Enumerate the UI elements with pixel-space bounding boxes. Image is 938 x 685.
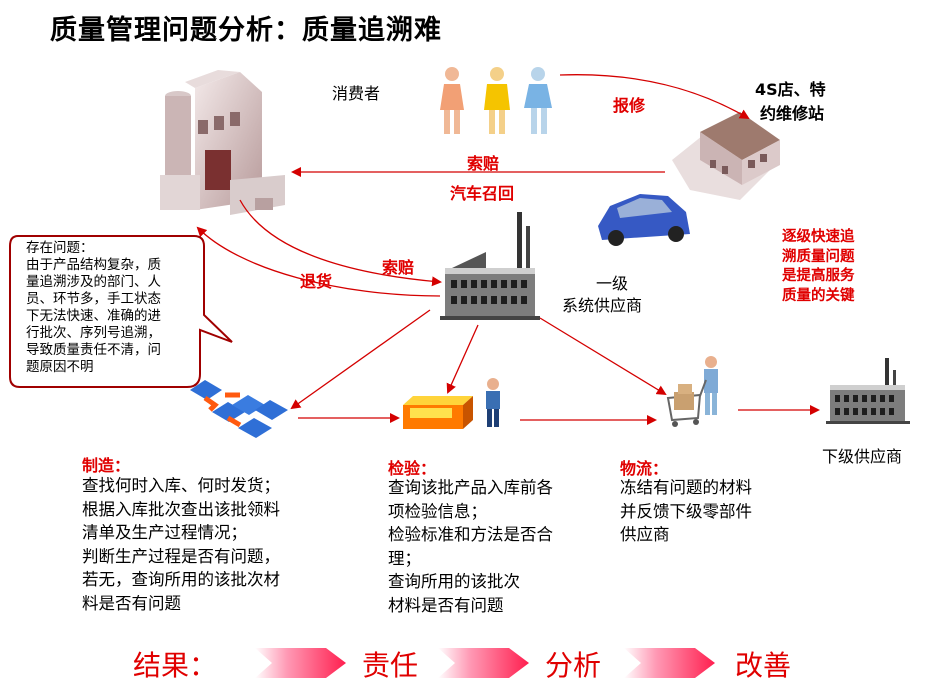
problem-callout-text: 存在问题： 由于产品结构复杂，质 量追溯涉及的部门、人 员、环节多，手工状态 下… — [26, 240, 161, 375]
manufacturing-heading: 制造： — [82, 456, 131, 475]
arrow-tier1-to-mfg — [290, 309, 431, 410]
page-title: 质量管理问题分析：质量追溯难 — [50, 15, 442, 46]
arrow-tier1-to-inspection — [446, 324, 479, 394]
logistics-icon — [666, 356, 718, 427]
key-note-label: 逐级快速追 溯质量问题 是提高服务 质量的关键 — [782, 229, 855, 304]
dealer-label-line1: 4S店、特 — [755, 80, 826, 99]
result-chevron-3 — [624, 648, 715, 678]
dealer-building-icon — [672, 112, 780, 200]
result-step-responsibility: 责任 — [362, 649, 419, 682]
lower-supplier-factory-icon — [826, 358, 910, 424]
factory-icon — [160, 70, 285, 215]
result-chevrons — [255, 648, 715, 678]
car-icon — [598, 194, 690, 246]
arrow-claim-mid — [239, 199, 442, 287]
arrow-repair — [559, 74, 750, 120]
consumer-label: 消费者 — [332, 84, 381, 103]
recall-label: 汽车召回 — [450, 184, 515, 203]
flow-arrows — [196, 74, 820, 425]
tier1-label-line1: 一级 — [596, 274, 629, 293]
tier1-label-line2: 系统供应商 — [562, 296, 643, 315]
return-label: 退货 — [300, 272, 333, 291]
consumers-icon — [440, 67, 552, 134]
claim-top-label: 索赔 — [467, 154, 500, 173]
inspection-body: 查询该批产品入库前各 项检验信息； 检验标准和方法是否合 理； 查询所用的该批次… — [388, 478, 553, 615]
arrow-tier1-to-logistics — [539, 317, 667, 396]
logistics-body: 冻结有问题的材料 并反馈下级零部件 供应商 — [620, 478, 752, 544]
manufacturing-body: 查找何时入库、何时发货； 根据入库批次查出该批领料 清单及生产过程情况； 判断生… — [82, 476, 280, 613]
dealer-label-line2: 约维修站 — [760, 104, 825, 123]
arrow-return — [196, 226, 441, 297]
repair-label: 报修 — [613, 96, 646, 115]
logistics-heading: 物流： — [620, 459, 669, 478]
inspection-icon — [403, 378, 500, 429]
result-label: 结果： — [133, 649, 218, 682]
result-chevron-1 — [255, 648, 346, 678]
result-chevron-2 — [438, 648, 529, 678]
tier1-factory-icon — [440, 212, 540, 320]
problem-callout-shape — [9, 235, 233, 388]
claim-mid-label: 索赔 — [382, 258, 415, 277]
result-step-analysis: 分析 — [545, 649, 602, 682]
lower-supplier-label: 下级供应商 — [822, 447, 903, 466]
inspection-heading: 检验： — [388, 459, 437, 478]
result-step-improvement: 改善 — [735, 649, 792, 682]
manufacturing-process-icon — [190, 380, 288, 438]
